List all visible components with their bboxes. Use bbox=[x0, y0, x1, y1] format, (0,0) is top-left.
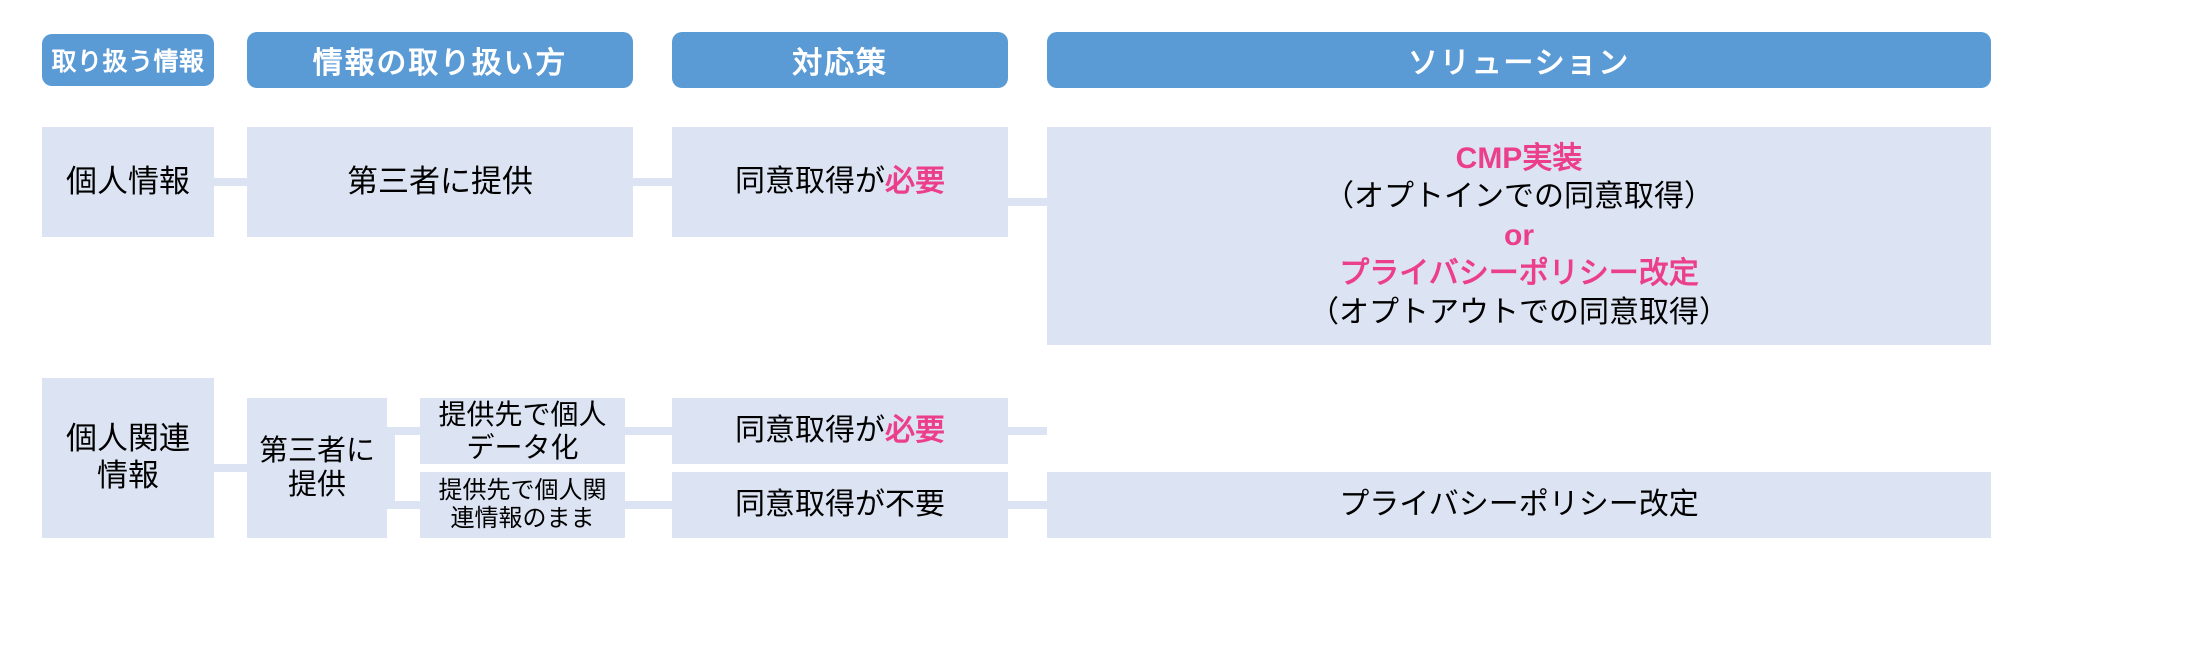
solution-line-optin: （オプトインでの同意取得） bbox=[1324, 180, 1714, 214]
box-label-line1: 第三者に bbox=[258, 434, 375, 467]
connector-row1-measure-to-solution bbox=[1008, 198, 1047, 206]
header-label: 取り扱う情報 bbox=[51, 48, 205, 76]
box-label-line2: データ化 bbox=[466, 432, 579, 463]
solution-line-cmp: CMP実装 bbox=[1455, 142, 1583, 176]
solution-line-or: or bbox=[1504, 218, 1534, 252]
connector-row2-handling-to-sub1 bbox=[387, 427, 420, 435]
box-solution-policy-revision: プライバシーポリシー改定 bbox=[1047, 472, 1991, 538]
measure-prefix: 同意取得が bbox=[735, 165, 885, 199]
header-pill-solution: ソリューション bbox=[1047, 32, 1991, 88]
header-label: ソリューション bbox=[1408, 47, 1630, 80]
box-label-line2: 連情報のまま bbox=[450, 505, 595, 532]
connector-row2-info-to-handling bbox=[214, 464, 247, 472]
header-pill-handling-method: 情報の取り扱い方 bbox=[247, 32, 633, 88]
box-label: プライバシーポリシー改定 bbox=[1339, 488, 1699, 522]
connector-sub2-to-measure bbox=[625, 501, 672, 509]
box-measure-consent-required-row2: 同意取得が必要 bbox=[672, 398, 1008, 464]
measure-emphasis: 必要 bbox=[885, 414, 945, 448]
header-pill-handled-information: 取り扱う情報 bbox=[42, 34, 214, 86]
connector-sub1-to-measure bbox=[625, 427, 672, 435]
box-measure-consent-required-row1: 同意取得が必要 bbox=[672, 127, 1008, 237]
box-label: 提供先で個人データ化 bbox=[420, 398, 625, 464]
box-label-line1: 提供先で個人関 bbox=[438, 476, 607, 504]
connector-row1-info-to-handling bbox=[214, 178, 247, 186]
box-label-line2: 提供 bbox=[287, 469, 346, 501]
connector-row2-handling-trunk bbox=[387, 427, 395, 509]
box-sub-handling-stays-related-info: 提供先で個人関連情報のまま bbox=[420, 472, 625, 538]
solution-line-optout: （オプトアウトでの同意取得） bbox=[1309, 295, 1729, 329]
solution-line-policy-revision: プライバシーポリシー改定 bbox=[1339, 257, 1699, 291]
box-label: 第三者に提供 bbox=[347, 163, 533, 199]
box-label: 提供先で個人関連情報のまま bbox=[420, 477, 625, 534]
box-label-line2: 情報 bbox=[97, 458, 159, 493]
box-label: 個人関連情報 bbox=[42, 421, 214, 494]
header-label: 情報の取り扱い方 bbox=[312, 47, 568, 80]
box-solution-cmp-or-policy: CMP実装 （オプトインでの同意取得） or プライバシーポリシー改定 （オプトアウトで… bbox=[1047, 127, 1991, 345]
box-handling-third-party-row1: 第三者に提供 bbox=[247, 127, 633, 237]
connector-row2-handling-to-sub2 bbox=[387, 501, 420, 509]
measure-prefix: 同意取得が bbox=[735, 414, 885, 448]
header-pill-countermeasure: 対応策 bbox=[672, 32, 1008, 88]
box-label: 同意取得が不要 bbox=[672, 487, 1008, 522]
box-information-personal: 個人情報 bbox=[42, 127, 214, 237]
measure-emphasis: 必要 bbox=[885, 165, 945, 199]
box-label: CMP実装 （オプトインでの同意取得） or プライバシーポリシー改定 （オプトアウトで… bbox=[1047, 140, 1991, 332]
connector-row1-handling-to-measure bbox=[633, 178, 672, 186]
box-sub-handling-becomes-personal-data: 提供先で個人データ化 bbox=[420, 398, 625, 464]
box-label: 個人情報 bbox=[66, 163, 190, 199]
box-information-personal-related: 個人関連情報 bbox=[42, 378, 214, 538]
header-label: 対応策 bbox=[792, 47, 888, 80]
box-label: 第三者に提供 bbox=[247, 434, 387, 502]
box-label: 同意取得が必要 bbox=[672, 413, 1008, 448]
box-label-line1: 提供先で個人 bbox=[438, 398, 607, 430]
box-label: 同意取得が必要 bbox=[672, 164, 1008, 199]
connector-measure2-to-solution bbox=[1008, 427, 1047, 435]
box-label-line1: 個人関連 bbox=[66, 421, 190, 457]
measure-prefix: 同意取得が不要 bbox=[735, 488, 945, 522]
box-handling-third-party-row2: 第三者に提供 bbox=[247, 398, 387, 538]
box-measure-consent-not-required: 同意取得が不要 bbox=[672, 472, 1008, 538]
connector-measure3-to-solution bbox=[1008, 501, 1047, 509]
